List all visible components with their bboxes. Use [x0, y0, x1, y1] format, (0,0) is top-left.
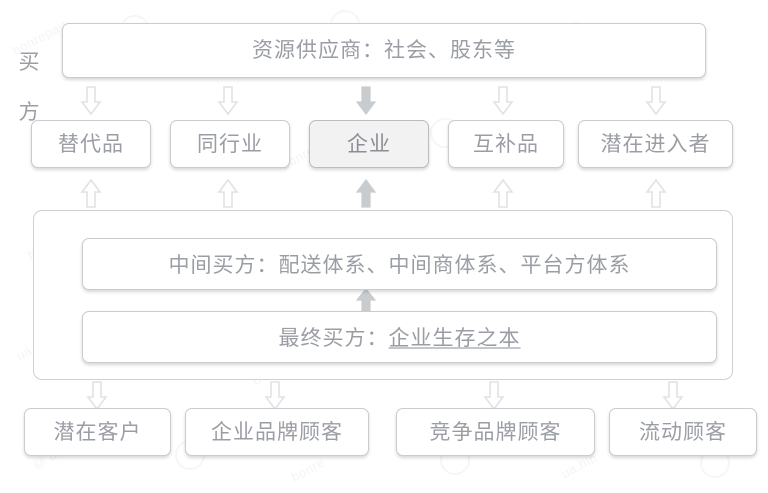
force-box-substitutes-label: 替代品	[58, 132, 124, 156]
customer-box-floating[interactable]: 流动顾客	[609, 408, 757, 456]
arrow-down-to-complements	[492, 86, 514, 116]
buyers-side-label: 买 方	[12, 38, 46, 138]
customer-box-competitor[interactable]: 竞争品牌顾客	[396, 408, 595, 456]
force-box-new-entrants-label: 潜在进入者	[600, 132, 711, 156]
final-buyer-label: 最终买方：企业生存之本	[279, 322, 521, 352]
intermediate-buyer-box[interactable]: 中间买方：配送体系、中间商体系、平台方体系	[82, 238, 717, 290]
arrow-up-from-buyers-to-enterprise	[355, 178, 377, 208]
force-box-substitutes[interactable]: 替代品	[31, 120, 151, 168]
force-box-same-industry[interactable]: 同行业	[170, 120, 290, 168]
arrow-up-from-buyers-to-same-industry	[217, 178, 239, 208]
arrow-down-to-same-industry	[217, 86, 239, 116]
force-box-same-industry-label: 同行业	[197, 132, 263, 156]
customer-box-competitor-label: 竞争品牌顾客	[429, 420, 562, 444]
arrow-down-to-new-entrants	[645, 86, 667, 116]
supplier-box: 资源供应商：社会、股东等	[62, 23, 706, 78]
arrow-up-from-buyers-to-new-entrants	[645, 178, 667, 208]
buyers-side-label-line1: 买	[18, 51, 40, 74]
arrow-down-to-competitor-customers	[483, 381, 505, 411]
force-box-enterprise[interactable]: 企业	[309, 120, 429, 168]
arrow-down-to-floating-customers	[662, 381, 684, 411]
arrow-down-to-substitutes	[80, 86, 102, 116]
buyers-side-label-line2: 方	[18, 101, 40, 124]
force-box-enterprise-label: 企业	[347, 132, 391, 156]
customer-box-brand[interactable]: 企业品牌顾客	[185, 408, 369, 456]
force-box-complements-label: 互补品	[473, 132, 539, 156]
customer-box-potential-label: 潜在客户	[53, 420, 142, 444]
customer-box-brand-label: 企业品牌顾客	[211, 420, 343, 444]
customer-box-potential[interactable]: 潜在客户	[24, 408, 171, 456]
final-buyer-box[interactable]: 最终买方：企业生存之本	[82, 311, 717, 363]
arrow-down-to-brand-customers	[264, 381, 286, 411]
final-buyer-emphasis: 企业生存之本	[388, 327, 521, 350]
arrow-down-to-enterprise	[355, 86, 377, 116]
intermediate-buyer-label: 中间买方：配送体系、中间商体系、平台方体系	[168, 254, 631, 277]
customer-box-floating-label: 流动顾客	[639, 420, 727, 444]
arrow-up-from-buyers-to-complements	[492, 178, 514, 208]
supplier-box-label: 资源供应商：社会、股东等	[252, 39, 516, 62]
final-buyer-prefix: 最终买方：	[278, 327, 389, 350]
force-box-new-entrants[interactable]: 潜在进入者	[578, 120, 733, 168]
arrow-up-from-buyers-to-substitutes	[80, 178, 102, 208]
arrow-down-to-potential-customers	[86, 381, 108, 411]
force-box-complements[interactable]: 互补品	[448, 120, 564, 168]
